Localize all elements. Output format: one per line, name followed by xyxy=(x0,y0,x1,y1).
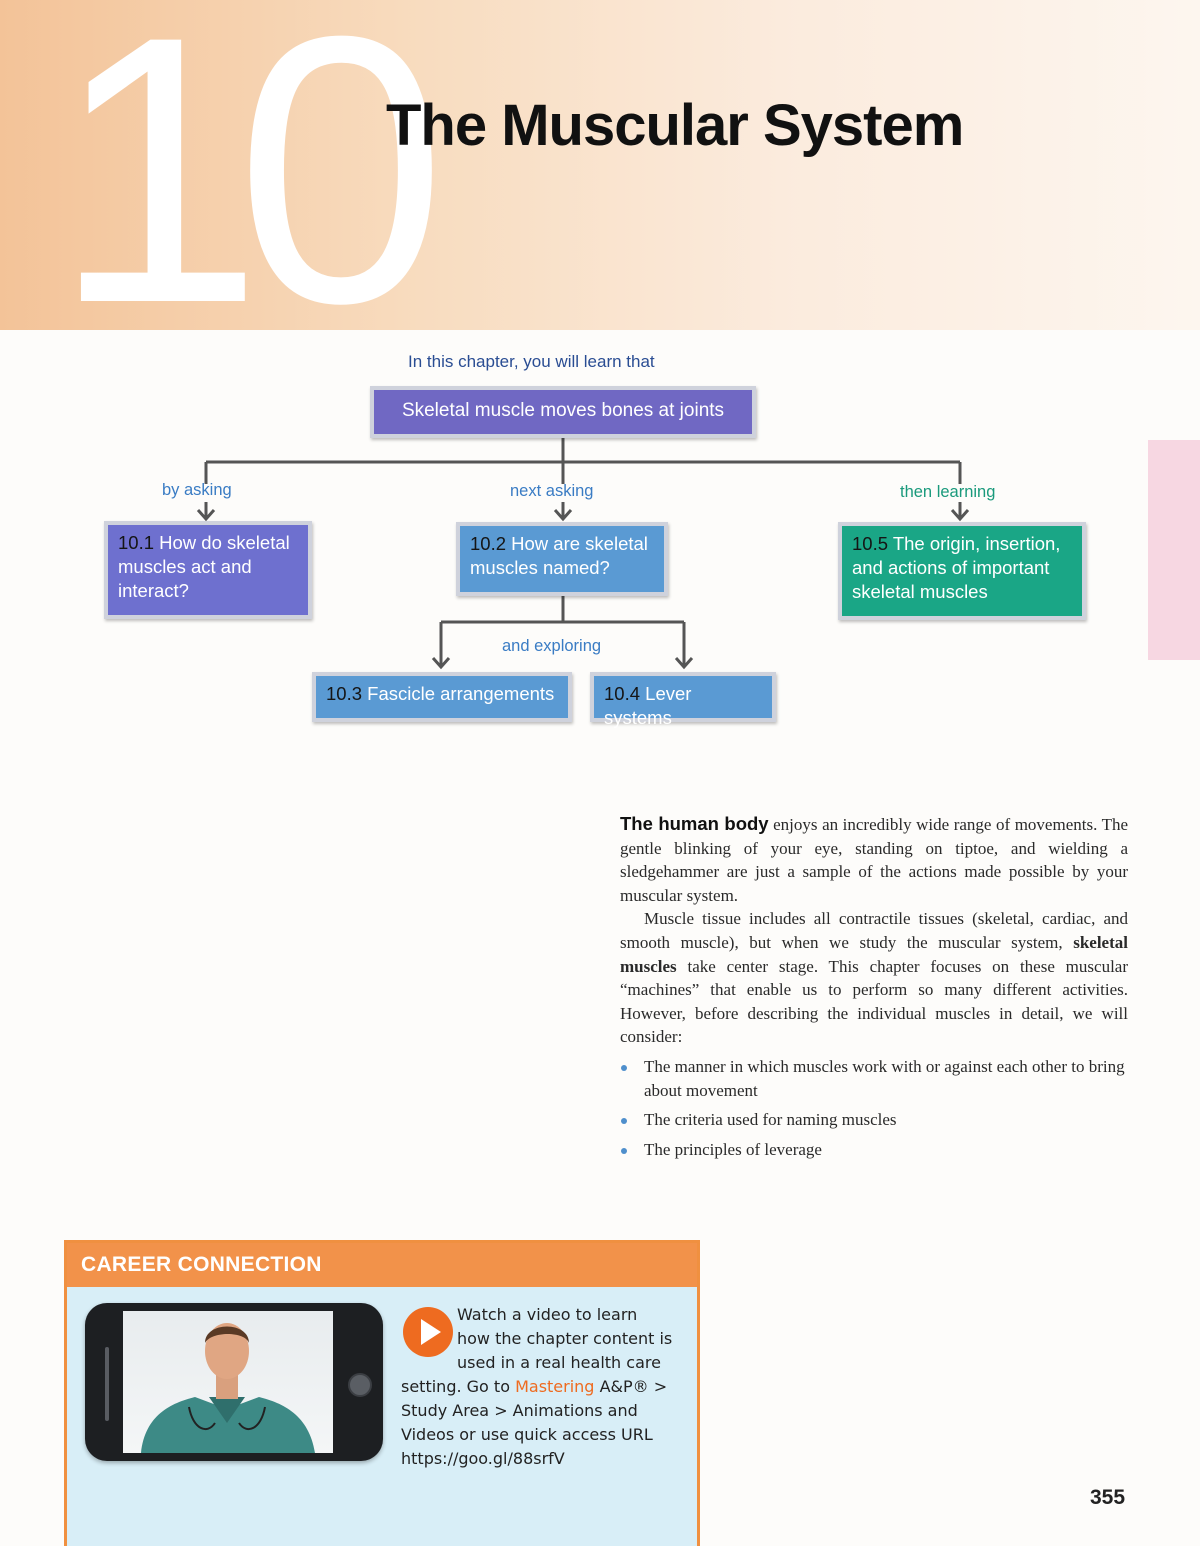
phone-speaker-slot xyxy=(105,1347,109,1421)
video-screen[interactable] xyxy=(123,1311,333,1453)
section-title: Fascicle arrangements xyxy=(367,683,555,704)
career-connection-heading: CAREER CONNECTION xyxy=(67,1243,697,1287)
consideration-list: The manner in which muscles work with or… xyxy=(620,1055,1128,1161)
paragraph-text: Muscle tissue includes all contractile t… xyxy=(620,909,1128,952)
chapter-intro-text: The human body enjoys an incredibly wide… xyxy=(620,812,1128,1167)
career-text-fragment: A&P® > xyxy=(599,1377,668,1396)
bold-term: skeletal muscles xyxy=(620,932,1128,976)
list-item: The principles of leverage xyxy=(620,1138,1128,1162)
side-tab xyxy=(1148,440,1200,660)
camera-icon xyxy=(348,1373,372,1397)
paragraph-text: enjoys an incredibly wide range of movem… xyxy=(620,815,1129,905)
paragraph-text: take center stage. This chapter focuses … xyxy=(620,956,1128,1047)
connector-next-asking: next asking xyxy=(510,482,594,500)
section-title: Lever systems xyxy=(604,683,692,728)
section-number: 10.2 xyxy=(470,533,507,554)
intro-paragraph-2: Muscle tissue includes all contractile t… xyxy=(620,907,1128,1049)
quick-access-url[interactable]: https://goo.gl/88srfV xyxy=(401,1449,565,1468)
concept-map-connectors xyxy=(196,438,970,670)
connector-then-learning: then learning xyxy=(900,483,996,501)
career-text-line: Videos or use quick access URL xyxy=(401,1425,653,1444)
career-text-line: how the chapter content is xyxy=(457,1329,673,1348)
phone-video-thumbnail[interactable] xyxy=(85,1303,383,1461)
connector-by-asking: by asking xyxy=(162,481,232,499)
section-title: The origin, insertion, and actions of im… xyxy=(852,533,1061,602)
concept-box-10-5: 10.5 The origin, insertion, and actions … xyxy=(838,522,1086,620)
chapter-number: 10 xyxy=(52,0,447,382)
concept-box-10-2: 10.2 How are skeletal muscles named? xyxy=(456,522,668,596)
career-text-line: setting. Go to Mastering A&P® > xyxy=(401,1377,667,1396)
section-number: 10.4 xyxy=(604,683,641,704)
section-number: 10.1 xyxy=(118,532,155,553)
section-title: How do skeletal muscles act and interact… xyxy=(118,532,290,601)
page-number: 355 xyxy=(1090,1486,1126,1509)
lead-phrase: The human body xyxy=(620,813,769,834)
career-connection-text: Watch a video to learn how the chapter c… xyxy=(401,1303,691,1471)
concept-box-10-4: 10.4 Lever systems xyxy=(590,672,776,728)
chapter-title: The Muscular System xyxy=(386,93,964,158)
intro-paragraph-1: The human body enjoys an incredibly wide… xyxy=(620,812,1128,907)
concept-map-intro: In this chapter, you will learn that xyxy=(408,352,655,371)
section-title: How are skeletal muscles named? xyxy=(470,533,648,578)
play-icon[interactable] xyxy=(403,1307,453,1357)
career-text-fragment: setting. Go to xyxy=(401,1377,510,1396)
mastering-link[interactable]: Mastering xyxy=(515,1377,595,1396)
career-text-line: Study Area > Animations and xyxy=(401,1401,638,1420)
connector-and-exploring: and exploring xyxy=(502,637,602,655)
concept-box-10-3: 10.3 Fascicle arrangements xyxy=(312,672,572,722)
career-text-line: used in a real health care xyxy=(457,1353,661,1372)
presenter-image xyxy=(141,1323,315,1453)
career-text-line: Watch a video to learn xyxy=(457,1305,638,1324)
list-item: The manner in which muscles work with or… xyxy=(620,1055,1128,1102)
career-connection-box: CAREER CONNECTION Watch a video to learn… xyxy=(64,1240,700,1546)
concept-map-main: Skeletal muscle moves bones at joints xyxy=(370,386,756,438)
list-item: The criteria used for naming muscles xyxy=(620,1108,1128,1132)
chapter-banner xyxy=(0,0,1200,330)
concept-box-10-1: 10.1 How do skeletal muscles act and int… xyxy=(104,521,312,619)
section-number: 10.5 xyxy=(852,533,889,554)
section-number: 10.3 xyxy=(326,683,363,704)
